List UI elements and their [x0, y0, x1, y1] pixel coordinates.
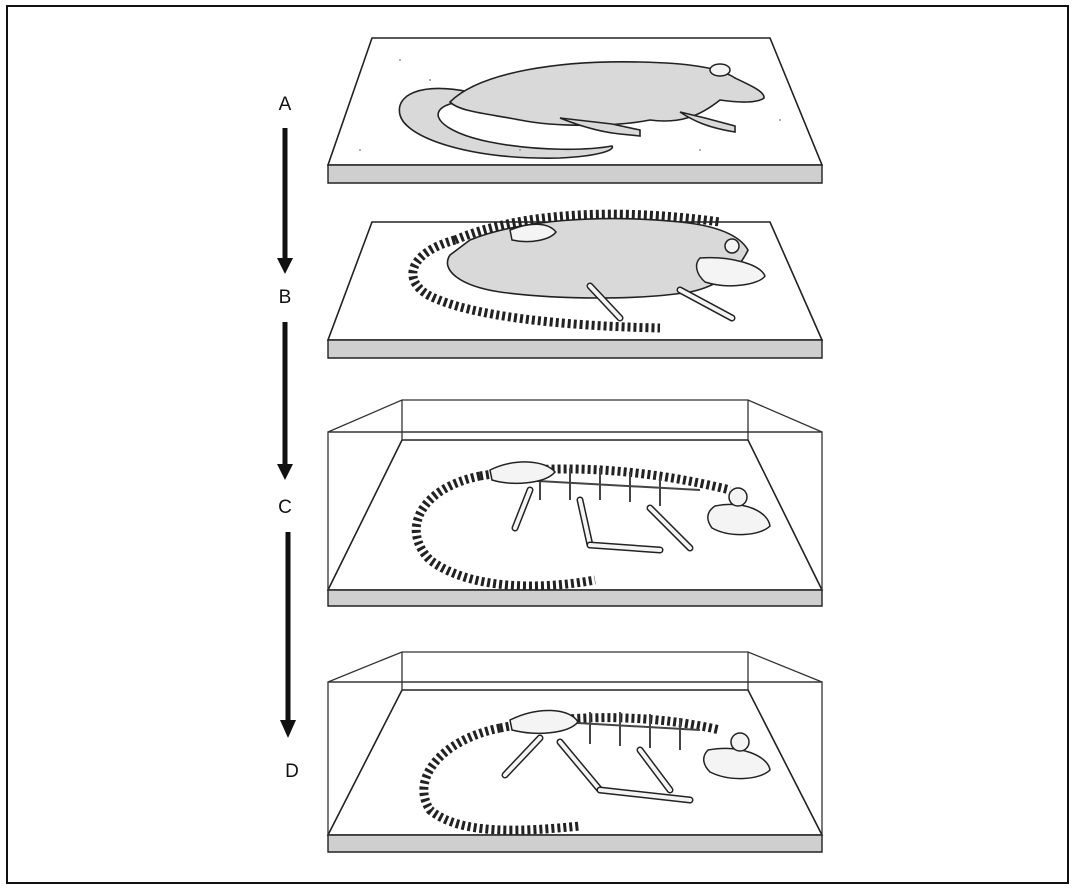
panel-a-animal-on-sediment: [328, 38, 822, 183]
sediment-edge: [328, 165, 822, 183]
stage-label-a: A: [279, 94, 292, 115]
panel-b-decaying-animal: [328, 214, 822, 358]
stage-sequence: A B C D: [277, 94, 299, 782]
eye-socket: [725, 239, 739, 253]
panel-d-fossil-in-rock: [328, 652, 822, 852]
stage-label-d: D: [285, 761, 299, 782]
arrowhead-a-to-b: [277, 258, 293, 274]
sediment-edge: [328, 835, 822, 852]
stage-label-c: C: [278, 497, 292, 518]
animal-eye-ridge: [710, 64, 730, 76]
arrowhead-b-to-c: [277, 464, 293, 480]
stage-label-b: B: [279, 287, 292, 308]
panel-c-buried-skeleton: [328, 400, 822, 606]
sediment-edge: [328, 590, 822, 606]
arrowhead-c-to-d: [280, 720, 296, 738]
sediment-edge: [328, 340, 822, 358]
eye-socket: [731, 733, 749, 751]
eye-socket: [729, 488, 747, 506]
